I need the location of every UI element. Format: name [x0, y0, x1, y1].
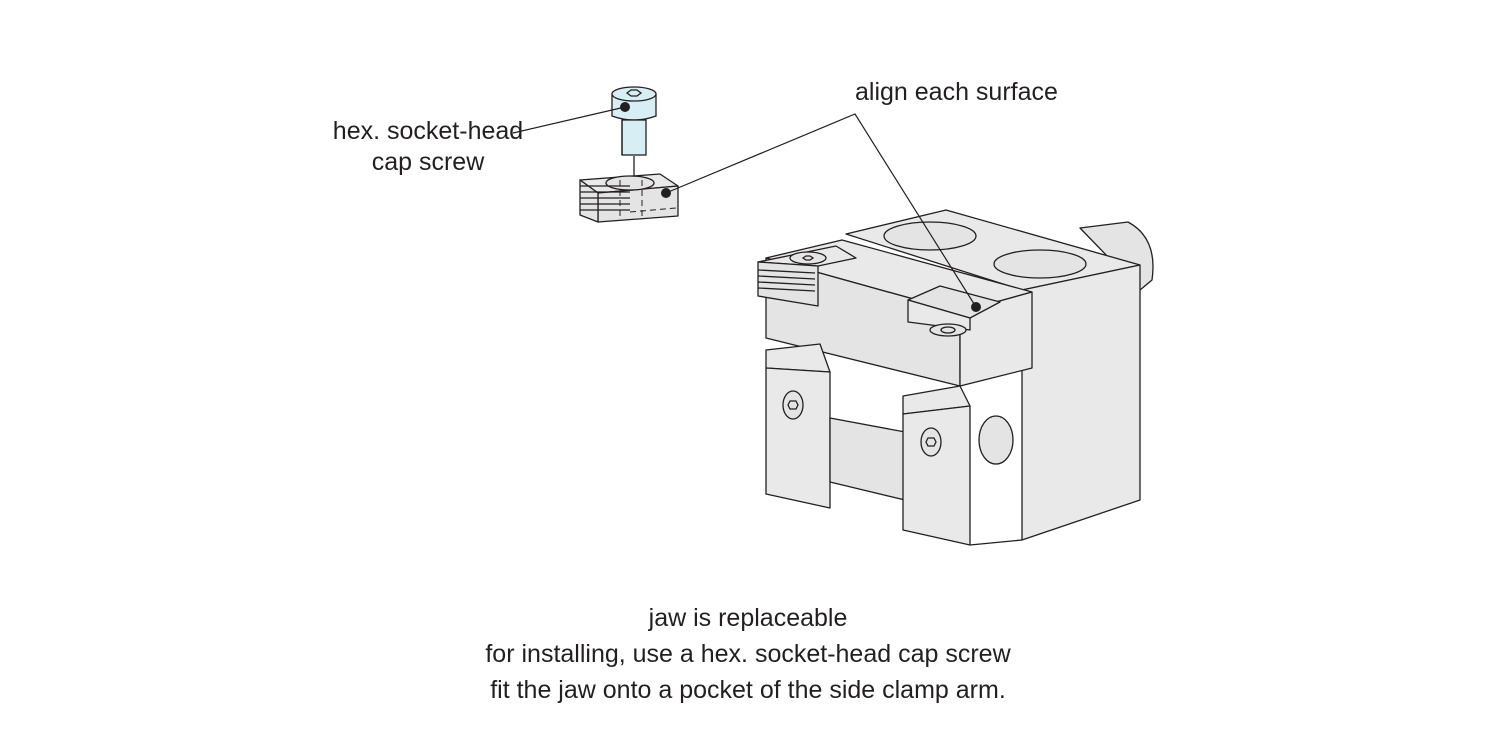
screw-marker-dot: [620, 102, 630, 112]
replaceable-jaw-installed: [757, 245, 857, 307]
screw-label-line2: cap screw: [371, 148, 485, 176]
align-label: align each surface: [855, 78, 1058, 106]
clamp-body: [757, 209, 1154, 546]
screw-label-line1: hex. socket-head: [332, 117, 524, 145]
align-marker-dot-jaw: [661, 188, 671, 198]
caption: jaw is replaceable for installing, use a…: [350, 600, 1146, 708]
screw-leader-line: [512, 106, 626, 134]
jaw-serrations: [580, 185, 630, 211]
caption-line-3: fit the jaw onto a pocket of the side cl…: [490, 676, 1006, 704]
caption-line-2: for installing, use a hex. socket-head c…: [485, 640, 1011, 668]
align-leader-line: [665, 113, 977, 308]
caption-line-1: jaw is replaceable: [648, 604, 848, 632]
align-marker-dot-pocket: [971, 302, 981, 312]
replaceable-jaw-detached: [579, 173, 679, 223]
screw-label: hex. socket-head cap screw: [318, 116, 538, 178]
